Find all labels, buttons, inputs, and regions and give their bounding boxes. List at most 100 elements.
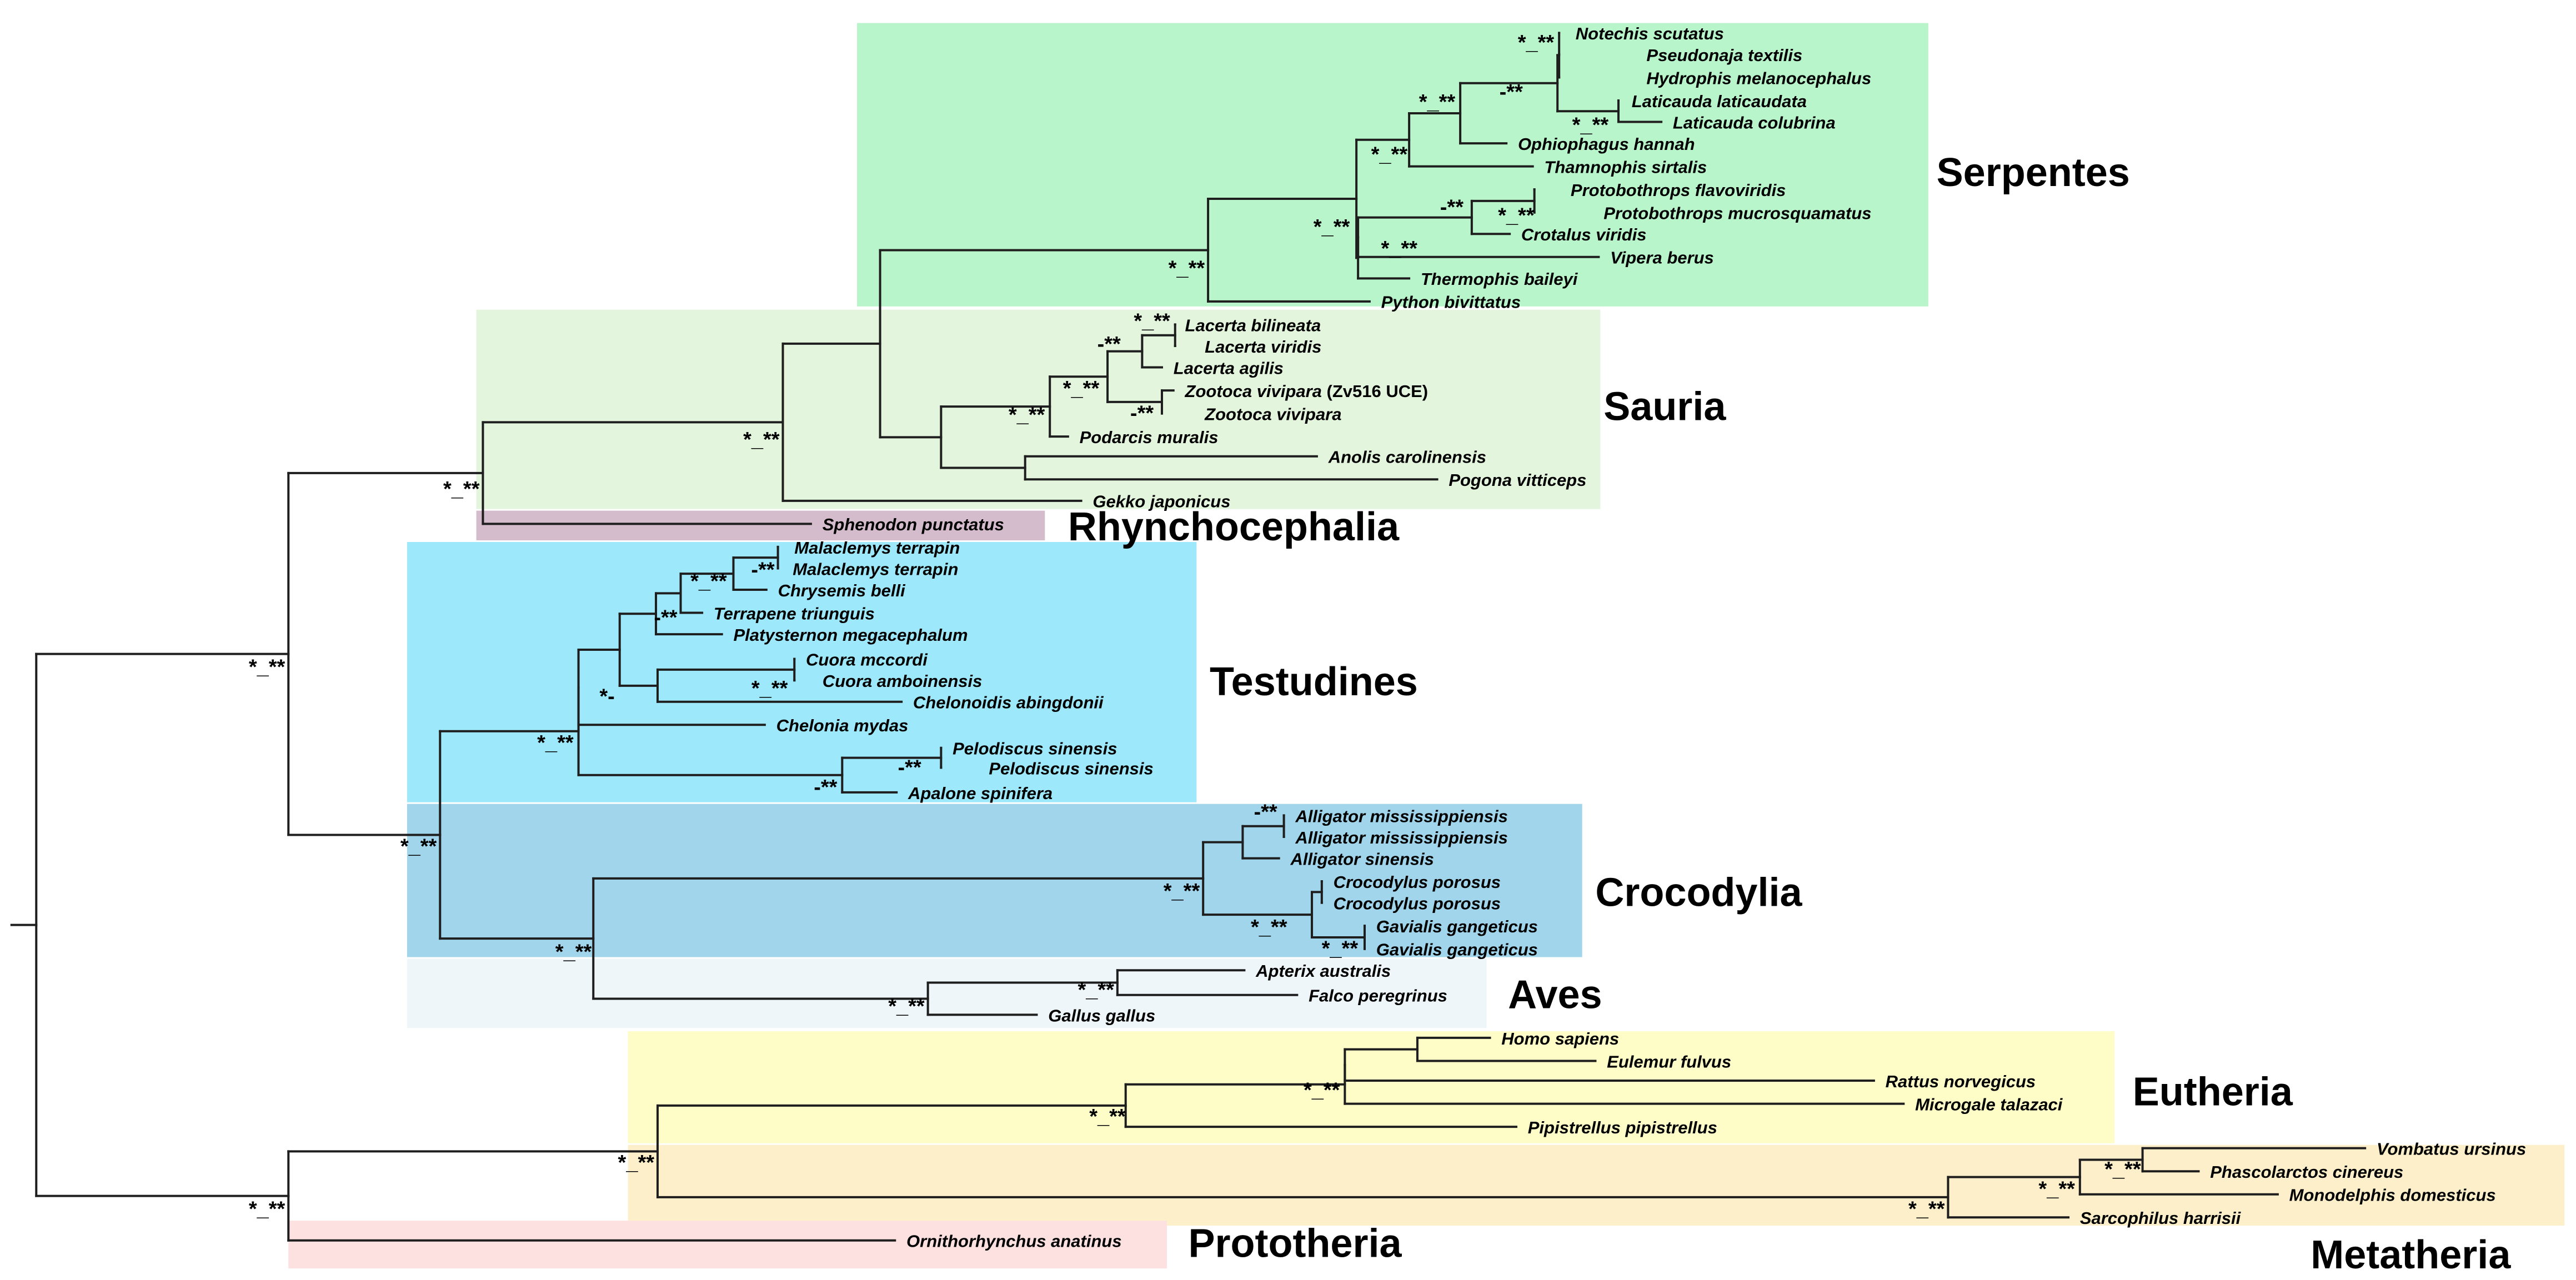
- support-label-s1: *_**: [1518, 31, 1555, 54]
- taxon-label-apteryx: Apterix australis: [1255, 961, 1391, 981]
- taxon-label-ophiophagus: Ophiophagus hannah: [1518, 134, 1695, 154]
- taxon-label-cuoraam: Cuora amboinensis: [823, 671, 983, 691]
- support-label-s41: *_**: [249, 1197, 285, 1221]
- taxon-label-gallus: Gallus gallus: [1048, 1006, 1155, 1025]
- taxon-label-python: Python bivittatus: [1381, 293, 1521, 312]
- taxon-label-thermophis: Thermophis baileyi: [1421, 269, 1578, 289]
- taxon-label-proto1: Protobothrops flavoviridis: [1571, 180, 1786, 200]
- taxon-label-pseudonaja: Pseudonaja textilis: [1646, 46, 1802, 65]
- support-label-s22: *-: [599, 685, 614, 709]
- taxon-label-monodelphis: Monodelphis domesticus: [2289, 1186, 2496, 1205]
- taxon-label-gav1: Gavialis gangeticus: [1376, 917, 1538, 936]
- taxon-label-allmis1: Alligator mississippiensis: [1295, 806, 1507, 826]
- support-label-s30: *_**: [1322, 937, 1359, 961]
- taxon-label-vombatus: Vombatus ursinus: [2377, 1140, 2526, 1159]
- support-label-s35: *_**: [1304, 1079, 1340, 1102]
- clade-name-labels: SerpentesSauriaRhynchocephaliaTestudines…: [1068, 150, 2511, 1277]
- taxon-label-zoo: Zootoca vivipara: [1204, 404, 1341, 424]
- taxon-label-rattus: Rattus norvegicus: [1886, 1072, 2036, 1091]
- support-label-s13: *_**: [1063, 377, 1100, 400]
- clade-name-crocodylia: Crocodylia: [1595, 871, 1802, 915]
- tree-branches: [10, 32, 2367, 1242]
- clade-name-eutheria: Eutheria: [2133, 1070, 2293, 1115]
- support-label-s19: *_**: [690, 570, 727, 593]
- support-label-s12: -**: [1097, 333, 1121, 356]
- support-label-s20: -**: [654, 606, 677, 629]
- taxon-label-proto2: Protobothrops mucrosquamatus: [1603, 204, 1871, 223]
- taxon-label-apalone: Apalone spinifera: [908, 784, 1053, 803]
- clade-box-serpentes: [857, 23, 1928, 307]
- taxon-label-anolis: Anolis carolinensis: [1328, 448, 1486, 467]
- taxon-label-lacvir: Lacerta viridis: [1205, 337, 1321, 357]
- clade-name-sauria: Sauria: [1603, 384, 1726, 429]
- taxon-label-phascolarctos: Phascolarctos cinereus: [2210, 1162, 2403, 1182]
- support-label-s24: -**: [898, 756, 921, 779]
- taxon-label-croc2: Crocodylus porosus: [1334, 894, 1501, 913]
- support-label-s32: *_**: [555, 941, 592, 964]
- support-label-s39: *_**: [2038, 1178, 2075, 1201]
- support-label-s14: -**: [1130, 401, 1154, 425]
- clade-box-testudines: [407, 541, 1197, 802]
- support-label-s27: -**: [1254, 800, 1277, 824]
- taxon-label-ornithorhynchus: Ornithorhynchus anatinus: [906, 1232, 1122, 1251]
- clade-box-aves: [407, 958, 1487, 1028]
- support-label-s38: *_**: [2104, 1158, 2141, 1181]
- support-label-s21: *_**: [249, 655, 285, 679]
- support-label-s17: *_**: [443, 478, 480, 501]
- taxon-label-mal1: Malaclemys terrapin: [794, 538, 960, 558]
- support-label-s6: -**: [1440, 196, 1464, 219]
- taxon-label-allsin: Alligator sinensis: [1290, 849, 1434, 869]
- taxon-label-gekko: Gekko japonicus: [1092, 492, 1230, 511]
- support-label-s10: *_**: [1169, 257, 1205, 280]
- support-label-s36: *_**: [1089, 1105, 1126, 1128]
- support-label-s2: -**: [1500, 81, 1523, 104]
- support-label-s7: *_**: [1498, 204, 1535, 227]
- support-label-s18: -**: [751, 558, 774, 581]
- support-label-s11: *_**: [1134, 309, 1170, 333]
- taxon-label-laticauda1: Laticauda laticaudata: [1632, 92, 1807, 111]
- taxon-label-falco: Falco peregrinus: [1309, 986, 1447, 1006]
- taxon-label-chrysemys: Chrysemis belli: [778, 581, 906, 600]
- taxon-label-zoouce: Zootoca vivipara (Zv516 UCE): [1185, 382, 1429, 401]
- taxon-label-sarcophilus: Sarcophilus harrisii: [2080, 1208, 2242, 1228]
- support-label-s33: *_**: [1077, 978, 1114, 1002]
- support-label-s37: *_**: [618, 1151, 655, 1174]
- support-labels: *_** -** *_** *_** *_** -** *_** *_** *_** *_** *_…: [249, 31, 2141, 1221]
- taxon-label-sphenodon: Sphenodon punctatus: [823, 515, 1004, 534]
- clade-name-metatheria: Metatheria: [2311, 1233, 2511, 1277]
- clade-box-metatheria: [628, 1145, 2565, 1226]
- clade-box-rhynchocephalia: [476, 510, 1045, 541]
- clade-box-prototheria: [288, 1221, 1167, 1269]
- taxon-label-lacbil: Lacerta bilineata: [1185, 315, 1321, 335]
- taxon-label-lacagi: Lacerta agilis: [1174, 358, 1284, 378]
- support-label-s9: *_**: [1314, 215, 1350, 239]
- taxon-label-hydrophis: Hydrophis melanocephalus: [1646, 68, 1871, 88]
- clade-box-sauria: [476, 309, 1601, 509]
- support-label-s34: *_**: [888, 995, 925, 1018]
- taxon-label-pipistrellus: Pipistrellus pipistrellus: [1528, 1118, 1717, 1137]
- clade-name-aves: Aves: [1508, 973, 1602, 1017]
- taxon-label-crotalus: Crotalus viridis: [1521, 225, 1647, 244]
- support-label-s23: *_**: [751, 677, 788, 700]
- support-label-s3: *_**: [1572, 113, 1609, 137]
- taxon-label-microgale: Microgale talazaci: [1915, 1095, 2063, 1114]
- clade-highlight-boxes: [288, 23, 2565, 1269]
- support-label-s15: *_**: [1009, 403, 1045, 426]
- taxon-label-gav2: Gavialis gangeticus: [1376, 940, 1538, 960]
- clade-name-prototheria: Prototheria: [1188, 1221, 1402, 1266]
- support-label-s29: *_**: [1251, 916, 1287, 939]
- support-label-s4: *_**: [1419, 91, 1456, 114]
- support-label-s40: *_**: [1908, 1197, 1945, 1221]
- taxon-label-terrapene: Terrapene triunguis: [714, 604, 875, 623]
- taxon-label-croc1: Crocodylus porosus: [1334, 872, 1501, 892]
- support-label-s16: *_**: [743, 428, 780, 451]
- taxon-label-allmis2: Alligator mississippiensis: [1295, 828, 1507, 847]
- support-label-s5: *_**: [1371, 143, 1408, 167]
- taxon-label-laticauda2: Laticauda colubrina: [1673, 113, 1836, 132]
- taxon-label-podarcis: Podarcis muralis: [1080, 428, 1219, 447]
- taxon-label-platysternon: Platysternon megacephalum: [733, 625, 968, 645]
- taxon-label-notechis: Notechis scutatus: [1576, 24, 1724, 43]
- taxon-label-cuoramc: Cuora mccordi: [806, 650, 928, 669]
